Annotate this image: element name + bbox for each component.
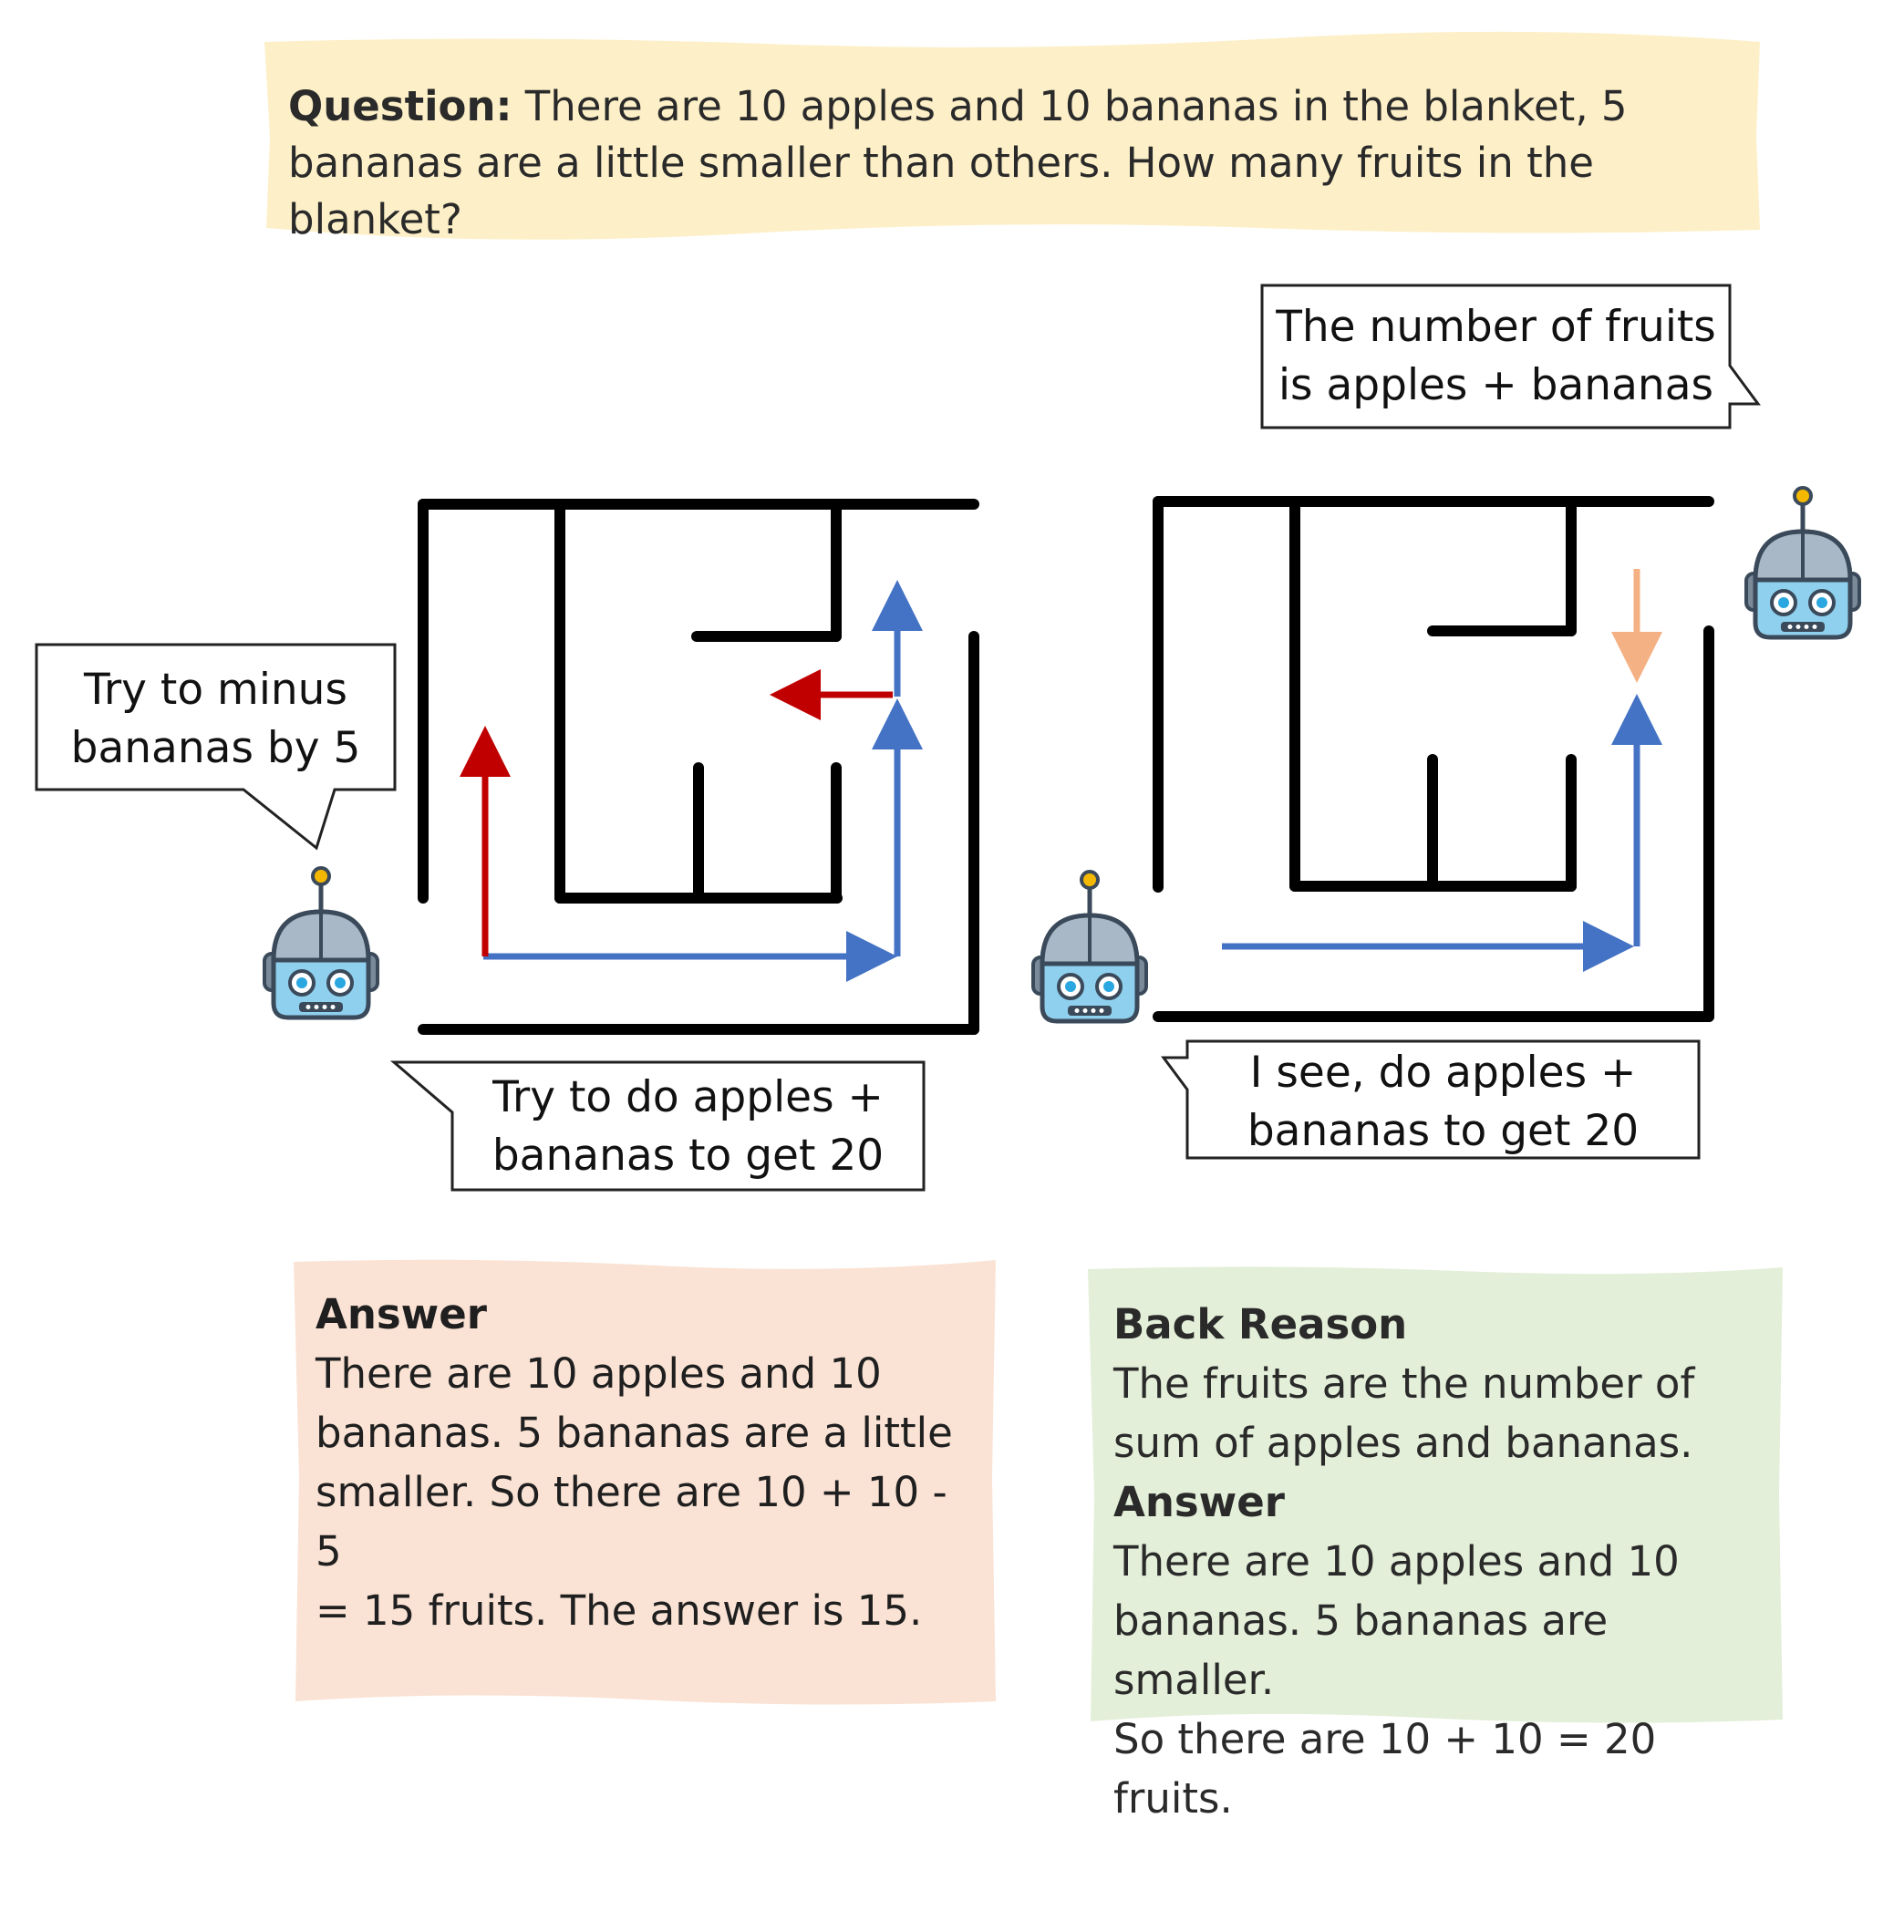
maze-left: [418, 499, 979, 1035]
bubble-right-top: [1260, 284, 1761, 429]
robot-icon: [1033, 872, 1146, 1021]
maze-right: [1153, 496, 1714, 1022]
back-reason-line: The fruits are the number of: [1113, 1359, 1695, 1408]
bubble-right-bottom-text: I see, do apples + bananas to get 20: [1187, 1044, 1699, 1161]
answer-left-bg: [294, 1259, 996, 1705]
bubble-line: is apples + bananas: [1278, 360, 1713, 410]
back-reason-heading: Back Reason: [1113, 1300, 1408, 1348]
back-reason-line: sum of apples and bananas.: [1113, 1419, 1693, 1467]
bubble-right-top-text: The number of fruits is apples + bananas: [1262, 298, 1730, 415]
question-text: There are 10 apples and 10 bananas in th…: [288, 82, 1628, 243]
robot-icon: [1746, 488, 1859, 637]
answer-right-line: So there are 10 + 10 = 20 fruits.: [1113, 1715, 1657, 1823]
bubble-line: bananas to get 20: [1247, 1106, 1640, 1156]
question-label: Question:: [288, 82, 512, 130]
answer-left-line: = 15 fruits. The answer is 15.: [316, 1586, 923, 1635]
bubble-line: bananas by 5: [70, 723, 361, 773]
answer-right-box: Back Reason The fruits are the number of…: [1090, 1269, 1783, 1823]
bubble-right-bottom: [1161, 1039, 1701, 1160]
bubble-line: bananas to get 20: [492, 1131, 885, 1181]
answer-left-line: There are 10 apples and 10: [316, 1349, 882, 1398]
answer-right-bg: [1088, 1266, 1783, 1723]
answer-left-box: Answer There are 10 apples and 10 banana…: [294, 1263, 996, 1705]
bubble-line: I see, do apples +: [1249, 1048, 1637, 1098]
question-box-bg: [264, 31, 1760, 240]
bubble-line: The number of fruits: [1276, 302, 1716, 352]
path-left: [460, 580, 923, 982]
bubble-line: Try to minus: [84, 665, 347, 715]
question-box: Question: There are 10 apples and 10 ban…: [264, 38, 1760, 243]
path-right: [1222, 569, 1662, 972]
answer-right-line: There are 10 apples and 10: [1113, 1537, 1680, 1586]
answer-right-line: bananas. 5 bananas are smaller.: [1113, 1596, 1609, 1704]
answer-right-heading: Answer: [1113, 1478, 1285, 1526]
answer-left-line: bananas. 5 bananas are a little: [316, 1409, 953, 1457]
bubble-left-bottom-text: Try to do apples + bananas to get 20: [452, 1069, 924, 1185]
answer-left-heading: Answer: [316, 1290, 487, 1338]
robot-icon: [264, 868, 378, 1018]
answer-left-line: smaller. So there are 10 + 10 - 5: [316, 1468, 947, 1576]
bubble-left-bottom: [389, 1060, 926, 1192]
bubble-left-top: [35, 643, 397, 851]
bubble-line: Try to do apples +: [492, 1072, 884, 1122]
bubble-left-top-text: Try to minus bananas by 5: [36, 661, 395, 778]
